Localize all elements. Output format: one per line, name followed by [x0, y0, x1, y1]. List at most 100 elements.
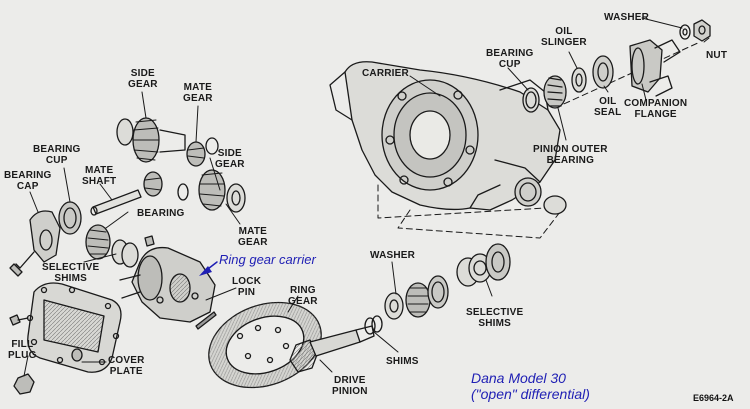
- pinion-outer-bearing-part: [543, 75, 567, 109]
- washer-top-part: [679, 24, 691, 40]
- label-line: FLANGE: [634, 109, 677, 120]
- bearing-cup-left-part: [58, 201, 82, 235]
- ring-gear-carrier-annotation: Ring gear carrier: [219, 252, 316, 267]
- ring-gear-carrier-part: [119, 246, 216, 323]
- label-washer-top: WASHER: [604, 12, 650, 23]
- oil-slinger-part: [571, 67, 587, 93]
- label-companion-flange: COMPANION FLANGE: [624, 98, 687, 120]
- bearing-cup-right-part: [522, 87, 540, 113]
- label-bearing-cup-right: BEARING CUP: [486, 48, 534, 70]
- fill-plug-part: [13, 373, 35, 395]
- label-line: SELECTIVE: [466, 307, 524, 318]
- label-line: SIDE: [130, 68, 155, 79]
- label-line: BEARING: [4, 170, 52, 181]
- selective-shims-right-part: [456, 243, 511, 287]
- label-line: SELECTIVE: [42, 262, 100, 273]
- label-bearing-left: BEARING: [137, 208, 185, 219]
- side-gear-right-part: [198, 169, 246, 213]
- label-carrier: CARRIER: [362, 68, 409, 79]
- label-nut: NUT: [706, 50, 728, 61]
- bearing-left-part: [85, 224, 111, 260]
- label-line: SHIMS: [478, 318, 512, 329]
- label-line: DRIVE: [334, 375, 366, 386]
- washer-mid-part: [384, 292, 404, 320]
- label-line: FILL: [11, 339, 34, 350]
- left-bolt: [144, 235, 155, 247]
- label-line: CUP: [45, 155, 68, 166]
- label-mate-gear-bottom: MATE GEAR: [238, 226, 268, 248]
- label-side-gear-top: SIDE GEAR: [128, 68, 158, 90]
- shims-part: [364, 315, 383, 335]
- label-line: GEAR: [288, 296, 318, 307]
- carrier-housing: [329, 61, 561, 211]
- model-title: Dana Model 30: [471, 370, 566, 386]
- label-line: PINION OUTER: [533, 144, 608, 155]
- label-line: MATE: [238, 226, 268, 237]
- label-line: BEARING: [33, 144, 81, 155]
- label-pinion-outer-bearing: PINION OUTER BEARING: [533, 144, 608, 166]
- label-line: CUP: [498, 59, 521, 70]
- label-oil-seal: OIL SEAL: [594, 96, 621, 118]
- label-line: PIN: [237, 287, 256, 298]
- bearing-cap-part: [9, 210, 61, 277]
- label-line: PINION: [332, 386, 368, 397]
- mate-gear-top-part: [186, 137, 219, 167]
- label-line: GEAR: [238, 237, 268, 248]
- label-side-gear-right: SIDE GEAR: [215, 148, 245, 170]
- label-mate-shaft: MATE SHAFT: [82, 165, 116, 187]
- label-fill-plug: FILL PLUG: [8, 339, 37, 361]
- label-line: COVER: [108, 355, 145, 366]
- label-line: SHIMS: [54, 273, 88, 284]
- drive-pinion-part: [289, 325, 375, 373]
- label-line: COMPANION: [624, 98, 688, 109]
- label-washer-mid: WASHER: [370, 250, 416, 261]
- label-line: GEAR: [183, 93, 213, 104]
- label-line: OIL: [599, 96, 617, 107]
- label-ring-gear: RING GEAR: [288, 285, 318, 307]
- label-line: GEAR: [215, 159, 245, 170]
- label-line: SLINGER: [541, 37, 587, 48]
- selective-shims-left-part: [111, 239, 139, 268]
- label-cover-plate: COVER PLATE: [108, 355, 145, 377]
- ring-gear-part: [208, 301, 322, 389]
- label-line: GEAR: [128, 79, 158, 90]
- label-line: LOCK: [232, 276, 262, 287]
- label-selective-shims-left: SELECTIVE SHIMS: [42, 262, 99, 284]
- label-lock-pin: LOCK PIN: [232, 276, 261, 298]
- label-line: SIDE: [217, 148, 242, 159]
- label-line: PLATE: [109, 366, 143, 377]
- label-line: PLUG: [8, 350, 37, 361]
- mate-gear-bottom-part: [143, 171, 189, 201]
- label-line: OIL: [555, 26, 573, 37]
- label-oil-slinger: OIL SLINGER: [541, 26, 587, 48]
- label-line: RING: [289, 285, 316, 296]
- ring-gear-carrier-arrow: [199, 261, 218, 276]
- label-mate-gear-top: MATE GEAR: [183, 82, 213, 104]
- mate-shaft-part: [90, 189, 142, 216]
- label-line: MATE: [84, 165, 114, 176]
- cover-bolt: [9, 314, 29, 326]
- label-line: MATE: [183, 82, 213, 93]
- companion-flange-part: [629, 39, 681, 97]
- label-line: SHAFT: [82, 176, 117, 187]
- label-line: BEARING: [486, 48, 534, 59]
- label-line: CAP: [16, 181, 39, 192]
- label-bearing-cap: BEARING CAP: [4, 170, 52, 192]
- lock-pin-part: [195, 311, 217, 330]
- label-shims: SHIMS: [386, 356, 419, 367]
- label-line: SEAL: [594, 107, 622, 118]
- middle-bearing-part: [405, 275, 449, 318]
- label-drive-pinion: DRIVE PINION: [332, 375, 368, 397]
- carrier-bearing-ring: [514, 177, 567, 215]
- label-line: BEARING: [546, 155, 595, 166]
- label-bearing-cup-left: BEARING CUP: [33, 144, 81, 166]
- oil-seal-part: [592, 55, 614, 89]
- model-subtitle: ("open" differential): [471, 386, 590, 402]
- figure-reference: E6964-2A: [693, 393, 734, 403]
- side-gear-top-part: [116, 117, 186, 163]
- cover-plate-part: [26, 282, 122, 373]
- leader-lines: [23, 17, 710, 377]
- nut-part: [693, 19, 711, 42]
